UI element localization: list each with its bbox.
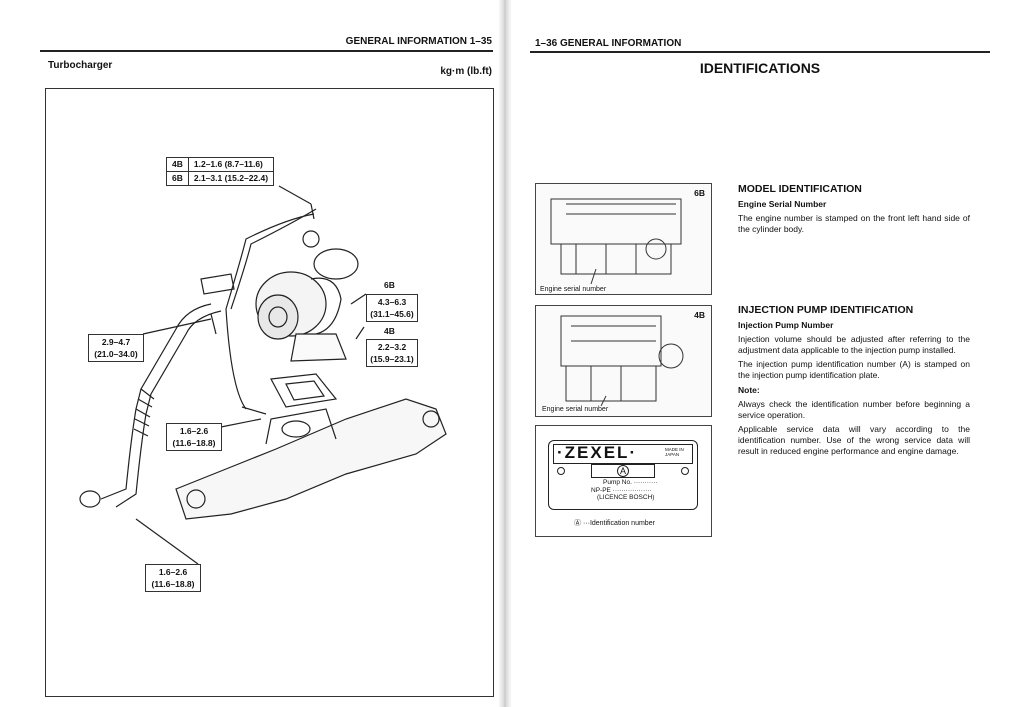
model-identification-section: MODEL IDENTIFICATION Engine Serial Numbe… bbox=[738, 183, 970, 235]
pump-identification-section: INJECTION PUMP IDENTIFICATION Injection … bbox=[738, 304, 970, 457]
engine-6b-drawing bbox=[550, 198, 682, 285]
torque-label: 1.6–2.6 (11.6–18.8) bbox=[166, 423, 222, 451]
model-cell: 6B bbox=[166, 171, 189, 186]
identification-plate: ·ZEXEL· MADE IN JAPAN A Pump No. ·······… bbox=[548, 440, 698, 510]
paragraph: Injection volume should be adjusted afte… bbox=[738, 334, 970, 355]
mark-letter: A bbox=[616, 465, 629, 477]
value-cell: 2.1–3.1 (15.2–22.4) bbox=[187, 171, 275, 186]
torque-value: (11.6–18.8) bbox=[151, 579, 195, 589]
section-title: Turbocharger bbox=[48, 60, 113, 71]
header-rule bbox=[40, 50, 493, 52]
torque-value: (31.1–45.6) bbox=[370, 309, 414, 319]
right-page-header: 1–36 GENERAL INFORMATION bbox=[535, 38, 682, 49]
rivet-hole bbox=[557, 467, 565, 475]
plate-text: Pump No. ··········· NP-PE ·············… bbox=[591, 479, 658, 502]
paragraph: The engine number is stamped on the fron… bbox=[738, 213, 970, 234]
label-4b: 4B bbox=[384, 326, 395, 336]
figure-tag: 6B bbox=[694, 188, 705, 198]
turbocharger-diagram bbox=[79, 185, 447, 565]
licence: (LICENCE BOSCH) bbox=[597, 494, 655, 501]
paragraph: The injection pump identification number… bbox=[738, 359, 970, 380]
torque-label: 2.2–3.2 (15.9–23.1) bbox=[366, 339, 418, 367]
torque-value: 4.3–6.3 bbox=[377, 297, 407, 307]
torque-value: 1.6–2.6 bbox=[179, 426, 209, 436]
paragraph: Applicable service data will vary accord… bbox=[738, 424, 970, 456]
figure-tag: 4B bbox=[694, 310, 705, 320]
torque-label: 2.9–4.7 (21.0–34.0) bbox=[88, 334, 144, 362]
subheading: Engine Serial Number bbox=[738, 199, 827, 209]
torque-value: 1.6–2.6 bbox=[158, 567, 188, 577]
pump-no: Pump No. ··········· bbox=[603, 479, 658, 486]
figure-caption: Engine serial number bbox=[540, 286, 607, 293]
page-title: IDENTIFICATIONS bbox=[699, 60, 821, 76]
torque-label: 4.3–6.3 (31.1–45.6) bbox=[366, 294, 418, 322]
subheading: Injection Pump Number bbox=[738, 320, 834, 330]
identification-mark: A bbox=[591, 464, 655, 478]
torque-value: (15.9–23.1) bbox=[370, 354, 414, 364]
torque-value: 2.2–3.2 bbox=[377, 342, 407, 352]
value-cell: 1.2–1.6 (8.7–11.6) bbox=[187, 157, 275, 172]
torque-value: (21.0–34.0) bbox=[94, 349, 138, 359]
rivet-hole bbox=[681, 467, 689, 475]
section-heading: MODEL IDENTIFICATION bbox=[738, 183, 862, 195]
torque-value: (11.6–18.8) bbox=[172, 438, 216, 448]
pump-plate-figure: ·ZEXEL· MADE IN JAPAN A Pump No. ·······… bbox=[535, 425, 712, 537]
note-label: Note: bbox=[738, 385, 760, 395]
torque-label: 1.6–2.6 (11.6–18.8) bbox=[145, 564, 201, 592]
made-in-label: MADE IN JAPAN bbox=[665, 447, 684, 457]
engine-4b-figure: 4B Engine serial number bbox=[535, 305, 712, 417]
section-heading: INJECTION PUMP IDENTIFICATION bbox=[738, 304, 914, 316]
header-rule bbox=[530, 51, 990, 53]
left-page-header: GENERAL INFORMATION 1–35 bbox=[345, 36, 492, 47]
engine-6b-figure: 6B Engine serial number bbox=[535, 183, 712, 295]
zexel-logo: ·ZEXEL· bbox=[557, 443, 638, 462]
torque-value: 2.9–4.7 bbox=[101, 337, 131, 347]
paragraph: Always check the identification number b… bbox=[738, 399, 970, 420]
engine-4b-drawing bbox=[560, 315, 684, 407]
unit-label: kg·m (lb.ft) bbox=[440, 66, 492, 77]
label-6b: 6B bbox=[384, 280, 395, 290]
np-pe: NP-PE ·················· bbox=[591, 486, 652, 494]
plate-legend: Ⓐ ···Identification number bbox=[574, 520, 655, 527]
figure-caption: Engine serial number bbox=[542, 406, 609, 413]
page-gutter bbox=[498, 0, 512, 707]
model-cell: 4B bbox=[166, 157, 189, 172]
brand-box bbox=[553, 444, 693, 464]
